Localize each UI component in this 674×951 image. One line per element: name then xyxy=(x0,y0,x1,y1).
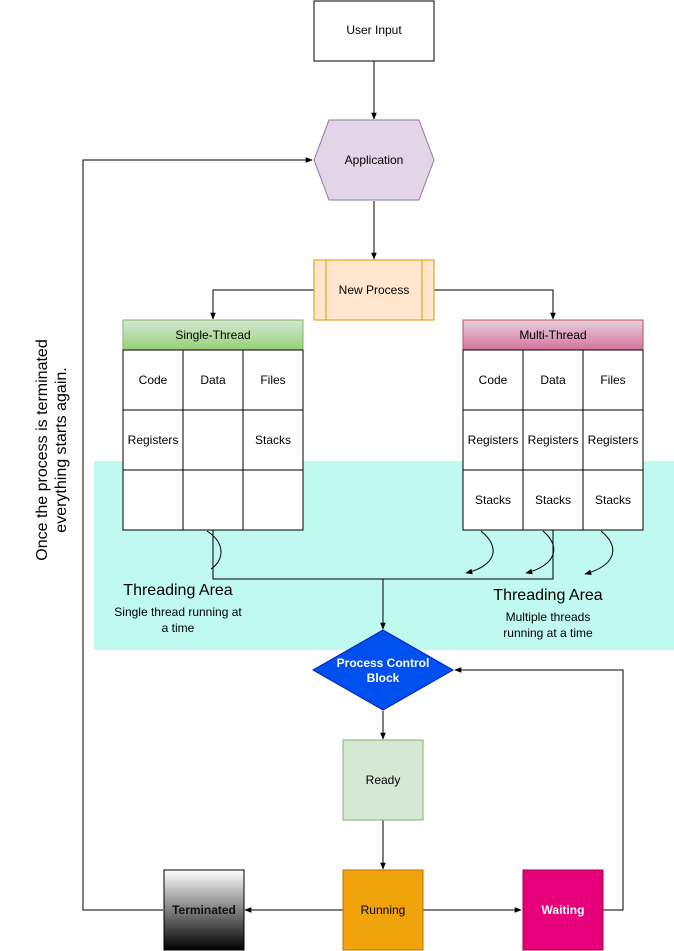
waiting-node xyxy=(522,869,604,951)
multi-thread-cell xyxy=(582,409,644,471)
new-process-node xyxy=(313,259,435,321)
new-process-label: New Process xyxy=(339,283,410,297)
running-label: Running xyxy=(361,903,406,917)
multi-thread-header-label: Multi-Thread xyxy=(519,328,586,342)
single-thread-header xyxy=(122,319,304,351)
multi-thread-cell-label: Files xyxy=(600,373,625,387)
multi-thread-cell-label: Registers xyxy=(528,433,579,447)
single-thread-header-label: Single-Thread xyxy=(175,328,250,342)
thread-curl-multi-2 xyxy=(525,530,555,575)
pcb-label-line2: Block xyxy=(367,671,400,685)
multi-thread-cell xyxy=(462,469,524,531)
single-thread-cell xyxy=(182,409,244,471)
thread-curl-single xyxy=(206,530,222,570)
terminated-label: Terminated xyxy=(172,903,236,917)
multi-thread-cell-label: Stacks xyxy=(475,493,511,507)
single-thread-cell-label: Stacks xyxy=(255,433,291,447)
pcb-label-line1: Process Control xyxy=(337,656,430,670)
threading-area-right-title: Threading Area xyxy=(493,587,603,604)
single-thread-cell-label: Files xyxy=(260,373,285,387)
thread-curl-multi-3 xyxy=(584,530,614,576)
user-input-label: User Input xyxy=(346,23,402,37)
single-thread-cell xyxy=(182,469,244,531)
ready-label: Ready xyxy=(366,773,401,787)
side-note-line1: Once the process is terminated xyxy=(34,339,51,560)
threading-area-left-desc-2: a time xyxy=(162,621,195,635)
multi-thread-cell xyxy=(522,409,584,471)
running-node xyxy=(342,869,424,951)
threading-area-left-title: Threading Area xyxy=(123,582,233,599)
multi-thread-cell-label: Registers xyxy=(588,433,639,447)
multi-thread-cell-label: Registers xyxy=(468,433,519,447)
threading-area-left-desc-1: Single thread running at xyxy=(114,605,242,619)
application-node xyxy=(313,119,435,201)
single-thread-cell-label: Code xyxy=(139,373,168,387)
waiting-label: Waiting xyxy=(542,903,585,917)
threading-area-right-desc-1: Multiple threads xyxy=(506,610,591,624)
process-control-block-node xyxy=(311,629,455,711)
single-thread-cell xyxy=(122,469,184,531)
multi-thread-cell xyxy=(462,409,524,471)
multi-thread-cell xyxy=(522,469,584,531)
terminated-node xyxy=(163,869,245,951)
single-thread-cell-label: Registers xyxy=(128,433,179,447)
edge-waiting-to-pcb xyxy=(454,667,624,911)
multi-thread-cell-label: Stacks xyxy=(595,493,631,507)
multi-thread-cell-label: Stacks xyxy=(535,493,571,507)
multi-thread-cell-label: Data xyxy=(540,373,566,387)
thread-curl-multi-1 xyxy=(465,530,494,575)
multi-thread-cell xyxy=(522,349,584,411)
edge-new-process-to-multi-thread xyxy=(434,289,556,320)
single-thread-cell xyxy=(182,349,244,411)
multi-thread-cell xyxy=(582,469,644,531)
single-thread-cell-label: Data xyxy=(200,373,226,387)
multi-thread-cell-label: Code xyxy=(479,373,508,387)
application-label: Application xyxy=(345,153,404,167)
threading-area-right-desc-2: running at a time xyxy=(503,626,593,640)
side-note-line2: everything starts again. xyxy=(53,367,70,532)
ready-node xyxy=(342,739,424,821)
edge-new-process-to-single-thread xyxy=(210,289,314,320)
multi-thread-cell xyxy=(582,349,644,411)
user-input-node xyxy=(313,0,435,62)
single-thread-cell xyxy=(242,469,304,531)
single-thread-cell xyxy=(122,409,184,471)
single-thread-cell xyxy=(242,349,304,411)
edge-terminated-to-application xyxy=(82,157,313,911)
multi-thread-header xyxy=(462,319,644,351)
